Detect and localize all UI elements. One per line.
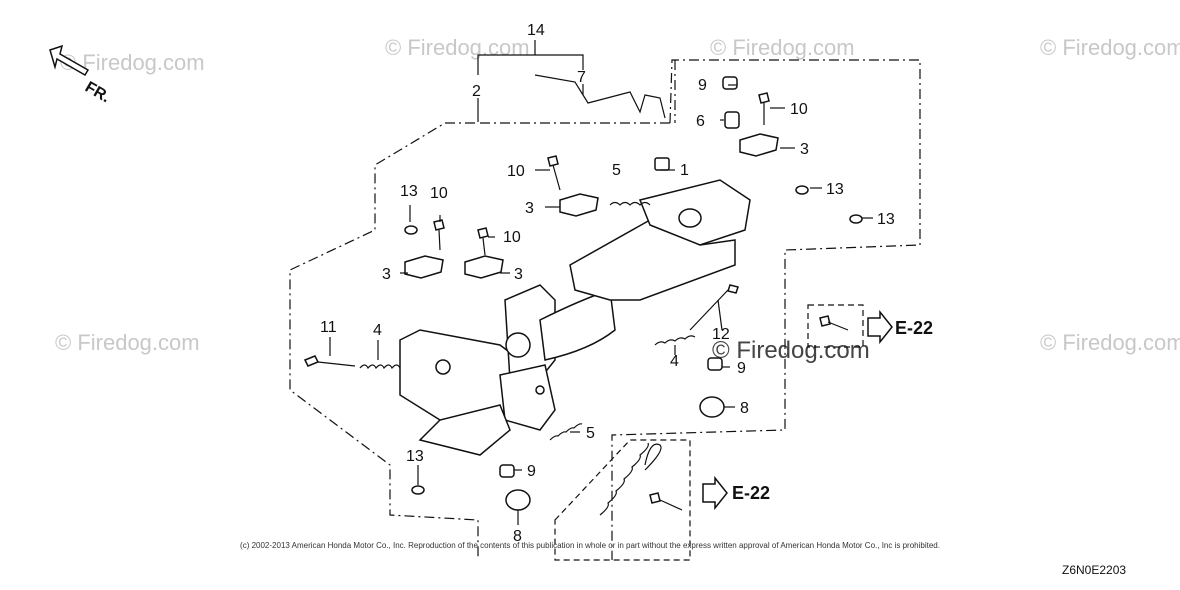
governor-bracket — [399, 179, 751, 456]
leaders — [329, 84, 873, 525]
callout-9c: 9 — [527, 463, 536, 480]
fr-label: FR. — [82, 79, 113, 107]
bolts — [303, 92, 849, 511]
assembly-outline — [289, 59, 921, 560]
bracket-14 — [477, 40, 584, 75]
callout-10b: 10 — [507, 163, 525, 180]
callout-3d: 3 — [514, 266, 523, 283]
callout-3c: 3 — [382, 266, 391, 283]
arrow-right-icon-top — [867, 309, 893, 345]
callout-6: 6 — [696, 113, 705, 130]
callout-13a: 13 — [826, 181, 844, 198]
callout-13c: 13 — [400, 183, 418, 200]
e22-frame-top — [807, 304, 864, 348]
watermark-top-right: © Firedog.com — [710, 35, 855, 60]
ref-e22-top[interactable]: E-22 — [895, 318, 933, 338]
callout-14: 14 — [527, 22, 545, 39]
callout-3a: 3 — [800, 141, 809, 158]
watermark-top-far-right: © Firedog.com — [1040, 35, 1180, 60]
watermark-mid-right: © Firedog.com — [1040, 330, 1180, 355]
watermark-center: © Firedog.com — [712, 337, 870, 364]
callout-8b: 8 — [513, 528, 522, 545]
ref-e22-bottom[interactable]: E-22 — [732, 483, 770, 503]
clips — [404, 133, 779, 279]
watermark-top-center: © Firedog.com — [385, 35, 530, 60]
callout-9a: 9 — [698, 77, 707, 94]
callout-5a: 5 — [612, 162, 621, 179]
callout-9b: 9 — [737, 360, 746, 377]
watermarks: © Firedog.com © Firedog.com © Firedog.co… — [55, 35, 1180, 364]
copyright-notice: (c) 2002-2013 American Honda Motor Co., … — [240, 541, 940, 550]
callout-11: 11 — [320, 319, 337, 336]
callout-1: 1 — [680, 162, 689, 179]
callouts: 14 2 7 9 10 6 3 1 5 10 13 3 13 13 10 10 … — [320, 22, 895, 545]
callout-10d: 10 — [503, 229, 521, 246]
callout-8a: 8 — [740, 400, 749, 417]
callout-2: 2 — [472, 83, 481, 100]
callout-13b: 13 — [877, 211, 895, 228]
rod-7 — [534, 74, 666, 119]
callout-5b: 5 — [586, 425, 595, 442]
callout-12: 12 — [712, 326, 730, 343]
callout-10c: 10 — [430, 185, 448, 202]
callout-3b: 3 — [525, 200, 534, 217]
callout-13d: 13 — [406, 448, 424, 465]
callout-10a: 10 — [790, 101, 808, 118]
watermark-mid-left: © Firedog.com — [55, 330, 200, 355]
diagram-code: Z6N0E2203 — [1062, 563, 1126, 577]
callout-4b: 4 — [670, 353, 679, 370]
springs — [359, 201, 696, 516]
callout-7: 7 — [577, 69, 586, 86]
washers — [404, 185, 863, 495]
arrow-right-icon-bottom — [702, 475, 728, 511]
callout-4a: 4 — [373, 322, 382, 339]
e22-frame-bottom — [554, 439, 691, 561]
